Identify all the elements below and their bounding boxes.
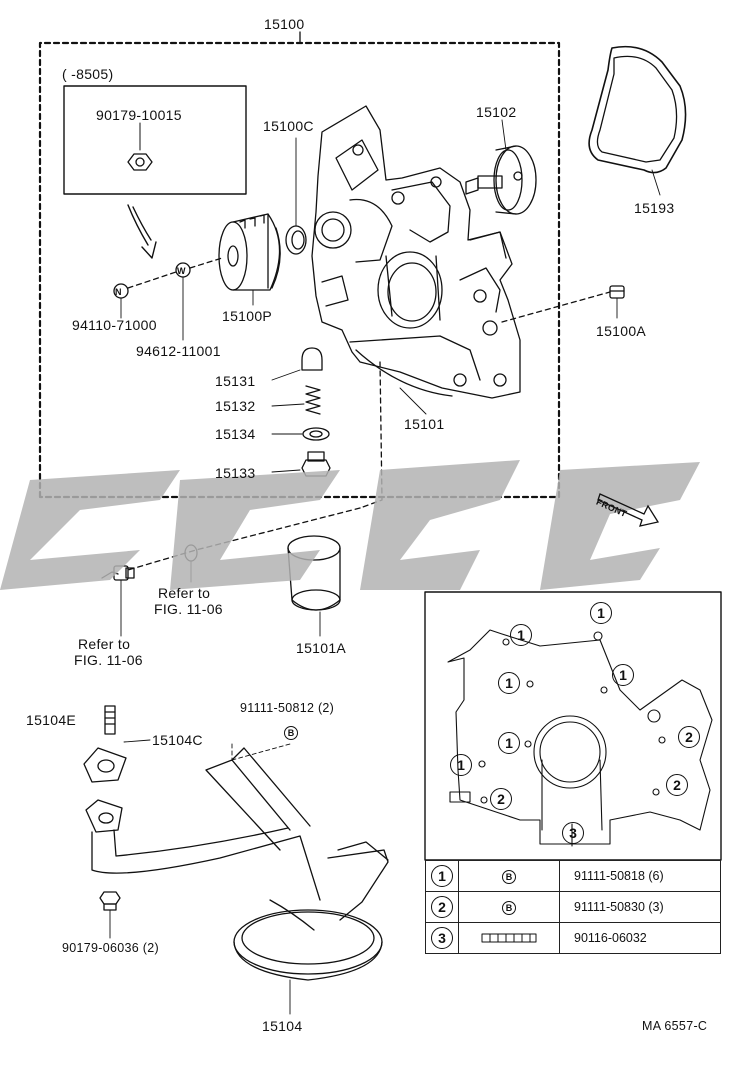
rotor-15102 <box>465 145 537 215</box>
oil-seal-15100C <box>285 225 307 255</box>
callout-1: 1 <box>612 664 634 686</box>
spring-15132 <box>305 385 321 415</box>
label-15132: 15132 <box>215 398 256 414</box>
label-15104C: 15104C <box>152 732 203 748</box>
bolt-view-box <box>424 591 722 861</box>
label-15100A: 15100A <box>596 323 647 339</box>
label-15101A: 15101A <box>296 640 347 656</box>
label-94110-71000: 94110-71000 <box>72 317 157 333</box>
valve-15131 <box>301 347 323 371</box>
row-mark-stud <box>458 922 560 954</box>
label-90179-10015: 90179-10015 <box>96 107 182 123</box>
row-mark: B <box>502 869 516 884</box>
refer-note-1-line2: FIG. 11-06 <box>154 601 223 617</box>
callout-1: 1 <box>498 732 520 754</box>
callout-1: 1 <box>510 624 532 646</box>
label-90179-06036: 90179-06036 (2) <box>62 941 159 955</box>
table-row: 1 B 91111-50818 (6) <box>425 860 721 892</box>
table-row: 3 90116-06032 <box>425 922 721 954</box>
row-index: 1 <box>431 865 453 887</box>
label-8505: ( -8505) <box>62 66 114 82</box>
drive-gear-15100P <box>218 213 281 291</box>
front-arrow <box>597 493 660 527</box>
label-91111-50812: 91111-50812 (2) <box>240 701 335 715</box>
label-15101: 15101 <box>404 416 445 432</box>
oil-pump-body <box>311 105 521 399</box>
callout-1: 1 <box>498 672 520 694</box>
bolt-view-drawing <box>447 629 713 847</box>
label-15104E: 15104E <box>26 712 77 728</box>
row-part: 91111-50830 (3) <box>559 891 721 923</box>
nut-90179-10015 <box>127 153 153 171</box>
gasket-15104C <box>83 747 127 783</box>
nut-90179-06036 <box>99 891 121 905</box>
row-index: 3 <box>431 927 453 949</box>
marker-W-text: W <box>177 266 186 276</box>
oil-seal-15101A <box>287 535 341 611</box>
gasket-15193 <box>588 45 687 174</box>
callout-2: 2 <box>666 774 688 796</box>
inset-arrow <box>127 204 149 246</box>
label-15102: 15102 <box>476 104 517 120</box>
callout-2: 2 <box>490 788 512 810</box>
assembly-boundary <box>38 41 561 499</box>
label-15100P: 15100P <box>222 308 273 324</box>
callout-1: 1 <box>450 754 472 776</box>
callout-3: 3 <box>562 822 584 844</box>
bolt-table: 1 B 91111-50818 (6) 2 B 91111-50830 (3) … <box>425 860 721 954</box>
label-15100: 15100 <box>264 16 305 32</box>
refer-note-2-line1: Refer to <box>78 636 131 652</box>
washer-15134 <box>302 427 330 441</box>
label-15193: 15193 <box>634 200 675 216</box>
plug-15100A <box>609 285 625 299</box>
label-15134: 15134 <box>215 426 256 442</box>
callout-2: 2 <box>678 726 700 748</box>
refer-note-1-line1: Refer to <box>158 585 211 601</box>
label-15131: 15131 <box>215 373 256 389</box>
label-15100C: 15100C <box>263 118 314 134</box>
row-index: 2 <box>431 896 453 918</box>
inset-box <box>63 85 247 195</box>
catalog-number: MA 6557-C <box>642 1019 708 1033</box>
refer-note-2-line2: FIG. 11-06 <box>74 652 143 668</box>
marker-N-text: N <box>115 287 122 297</box>
watermark <box>0 460 700 590</box>
oil-strainer-15104 <box>85 747 389 981</box>
bolt-mark-B: B <box>284 726 298 740</box>
row-part: 91111-50818 (6) <box>559 860 721 892</box>
table-row: 2 B 91111-50830 (3) <box>425 891 721 923</box>
row-part: 90116-06032 <box>559 922 721 954</box>
callout-1: 1 <box>590 602 612 624</box>
label-15133: 15133 <box>215 465 256 481</box>
label-94612-11001: 94612-11001 <box>136 343 221 359</box>
stud-15104E <box>104 705 116 735</box>
row-mark: B <box>502 900 516 915</box>
label-15104: 15104 <box>262 1018 303 1034</box>
